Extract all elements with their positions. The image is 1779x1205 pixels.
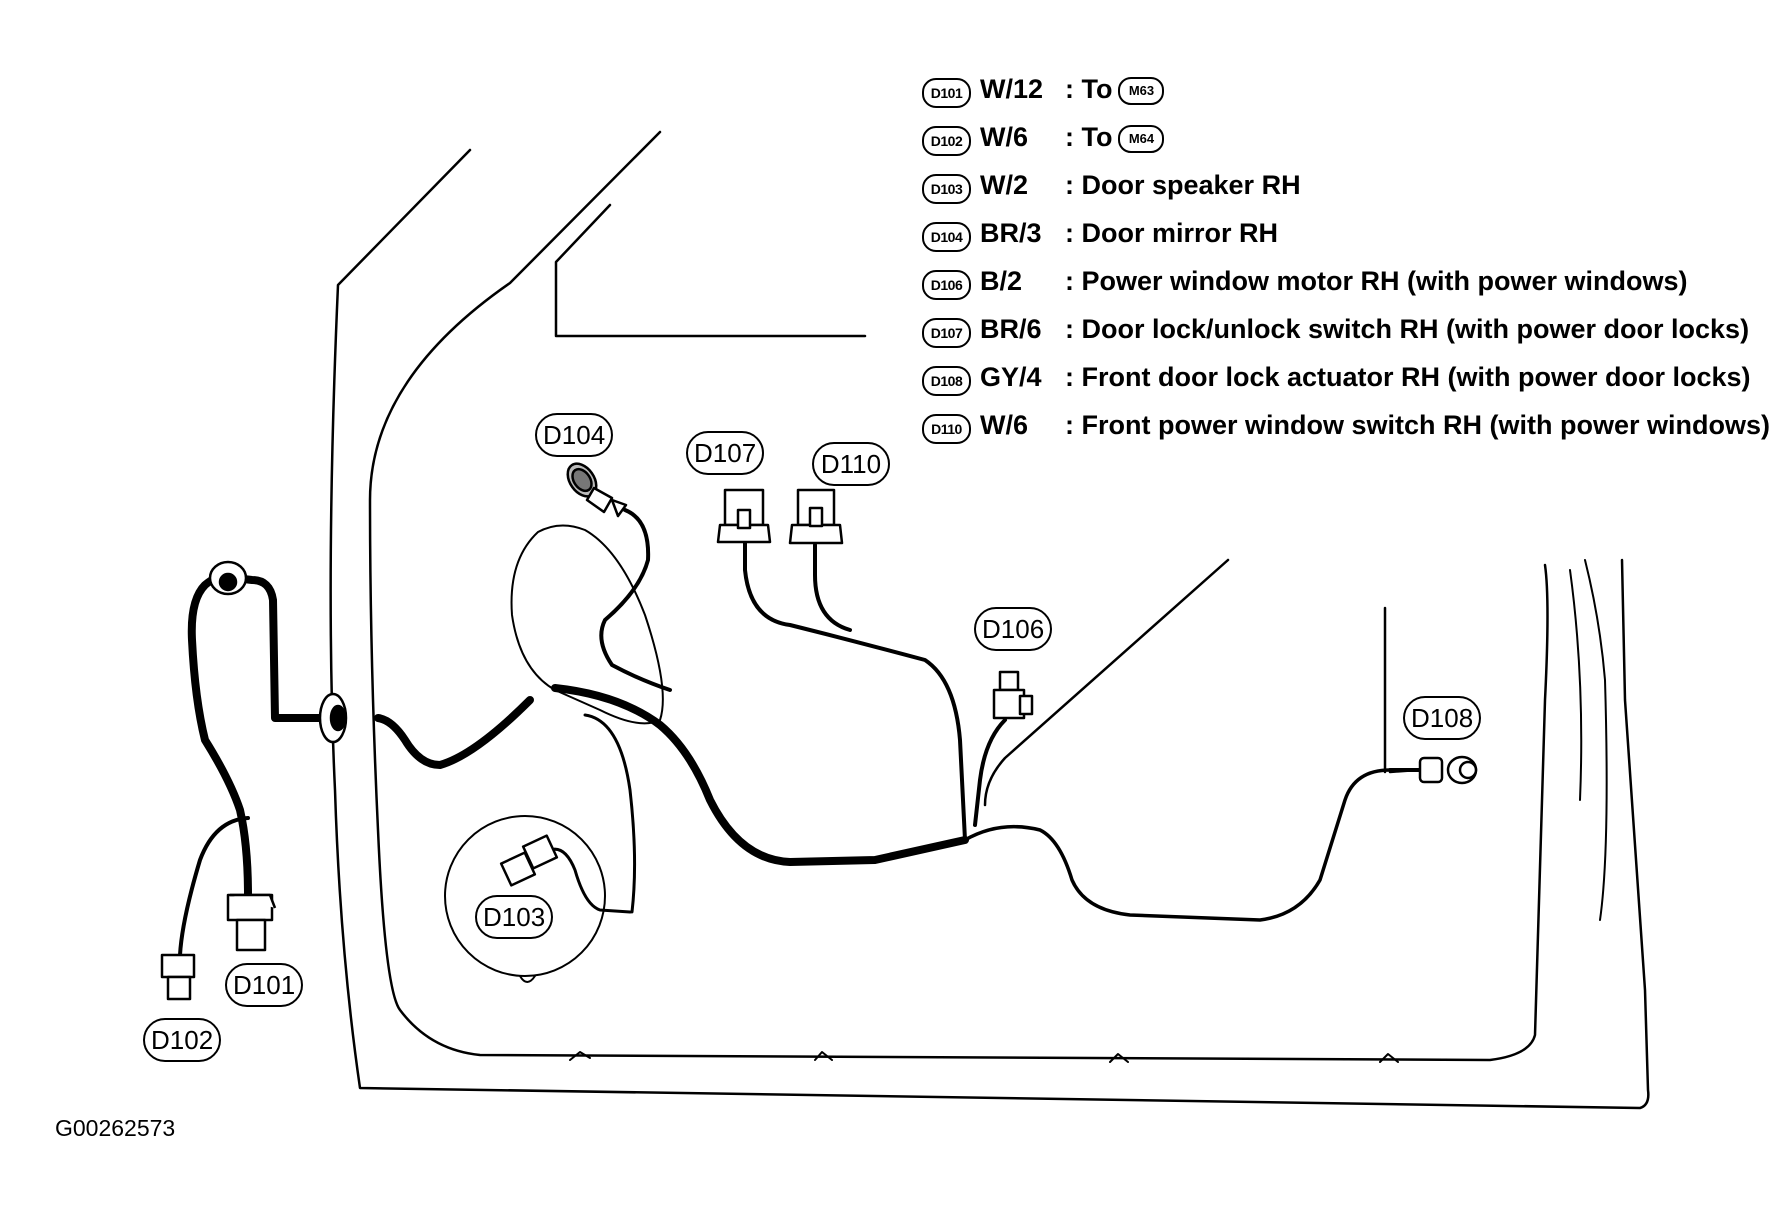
upper-grommet-center: [218, 572, 238, 592]
description-text: : Front door lock actuator RH (with powe…: [1065, 362, 1751, 392]
wire-spec: W/6: [980, 410, 1029, 440]
d103-wire: [548, 847, 632, 914]
d104-wire: [599, 508, 672, 692]
callout-d110: D110: [812, 442, 890, 486]
d108-connector: [1418, 755, 1478, 785]
connector-description: : Front door lock actuator RH (with powe…: [1065, 362, 1751, 393]
connector-code-badge: D106: [922, 270, 971, 300]
figure-id: G00262573: [55, 1115, 176, 1141]
d107-connector: [716, 488, 772, 544]
d110-connector: [788, 488, 844, 545]
connector-description: : Door speaker RH: [1065, 170, 1301, 201]
description-text: : To: [1065, 122, 1113, 152]
wire-spec: W/12: [980, 74, 1044, 104]
d101-connector: [226, 893, 277, 952]
connector-description: : Power window motor RH (with power wind…: [1065, 266, 1687, 297]
connector-code-badge: D108: [922, 366, 971, 396]
reference-connector-badge: M63: [1118, 76, 1165, 105]
harness-main-trunk: [551, 684, 969, 866]
callout-d106: D106: [974, 607, 1053, 651]
door-lock-bracket: [1383, 606, 1420, 774]
speaker-recess-outline: [510, 524, 664, 725]
d106-connector: [992, 670, 1034, 720]
callout-d104: D104: [535, 413, 614, 457]
speaker-tab: [519, 975, 536, 983]
harness-grommet-branch: [374, 696, 534, 769]
connector-description: : Door lock/unlock switch RH (with power…: [1065, 314, 1749, 345]
connector-code-badge: D102: [922, 126, 971, 156]
wire-spec: GY/4: [980, 362, 1042, 392]
description-text: : Power window motor RH (with power wind…: [1065, 266, 1688, 296]
wire-spec: W/2: [980, 170, 1029, 200]
d104-connector: [566, 462, 628, 518]
connector-code-badge: D104: [922, 222, 971, 252]
connector-code-badge: D107: [922, 318, 971, 348]
connector-description: : Front power window switch RH (with pow…: [1065, 410, 1770, 441]
connector-description: : Door mirror RH: [1065, 218, 1278, 249]
description-text: : Door mirror RH: [1065, 218, 1279, 248]
d107-wire: [743, 538, 967, 842]
description-text: : Door speaker RH: [1065, 170, 1301, 200]
description-text: : Door lock/unlock switch RH (with power…: [1065, 314, 1750, 344]
connector-code-badge: D103: [922, 174, 971, 204]
speaker-opening-circle: [444, 815, 606, 977]
connector-code-badge: D101: [922, 78, 971, 108]
d102-connector: [160, 953, 196, 1001]
speaker-bracket-wire: [583, 713, 637, 914]
description-text: : To: [1065, 74, 1113, 104]
callout-d102: D102: [143, 1018, 222, 1062]
reference-connector-badge: M64: [1118, 124, 1165, 153]
callout-d101: D101: [225, 963, 304, 1007]
description-text: : Front power window switch RH (with pow…: [1065, 410, 1770, 440]
wire-spec: W/6: [980, 122, 1029, 152]
wire-spec: BR/6: [980, 314, 1042, 344]
door-panel-outline: [329, 148, 1650, 1110]
door-brace: [983, 558, 1230, 807]
door-grommet-inner: [329, 704, 347, 732]
d103-connector: [499, 834, 559, 887]
door-inner-outline: [368, 130, 1549, 1062]
harness-right-branch: [963, 768, 1392, 922]
callout-d107: D107: [686, 431, 765, 475]
door-right-trim: [1569, 559, 1608, 921]
wire-spec: BR/3: [980, 218, 1042, 248]
callout-d103: D103: [475, 895, 554, 939]
d106-wire: [973, 718, 1007, 827]
wire-spec: B/2: [980, 266, 1023, 296]
door-bottom-notches: [569, 1051, 1399, 1063]
d102-wire: [178, 816, 250, 957]
window-opening-outline: [554, 203, 867, 338]
callout-d108: D108: [1403, 696, 1482, 740]
d110-wire: [813, 543, 852, 632]
harness-loop: [187, 572, 344, 899]
connector-code-badge: D110: [922, 414, 971, 444]
